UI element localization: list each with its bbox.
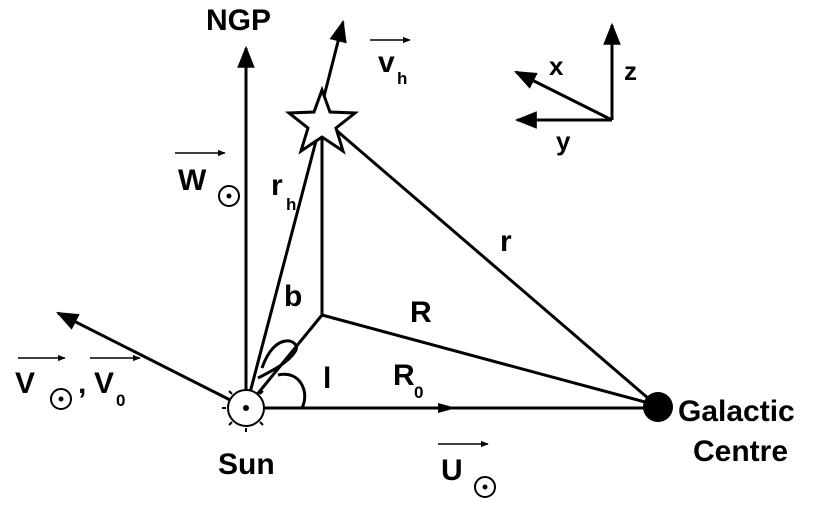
r-h-subscript: h [286, 195, 296, 214]
galactic-centre-label-line2: Centre [693, 435, 788, 468]
v-comma-label: , [78, 367, 86, 400]
sun-label: Sun [218, 448, 275, 481]
star-icon [284, 85, 360, 155]
l-angle-arc [277, 372, 307, 409]
galactic-centre-label-line1: Galactic [678, 395, 795, 428]
galactic-centre-dot [643, 392, 673, 422]
w-sun-label: W [178, 164, 207, 197]
R-line [321, 313, 657, 407]
v0-label: V [94, 367, 114, 400]
R-label: R [410, 296, 432, 329]
r-h-line [244, 117, 324, 409]
r-line [321, 116, 657, 407]
l-angle-label: l [323, 362, 331, 395]
axis-y-label: y [556, 126, 571, 156]
R0-label: R [393, 359, 415, 392]
v-sun-label: V [15, 367, 35, 400]
ngp-label: NGP [206, 4, 271, 37]
axis-x-label: x [549, 51, 564, 81]
R0-subscript: 0 [414, 383, 423, 402]
v-sun-odot-icon [50, 388, 72, 410]
b-angle-arc [257, 339, 298, 380]
r-label: r [500, 225, 512, 258]
b-angle-label: b [284, 280, 302, 313]
axis-z-label: z [624, 56, 637, 86]
r-h-label: r [271, 169, 283, 202]
V-sun-arrow [56, 311, 247, 410]
v0-subscript: 0 [116, 391, 125, 410]
sun-icon [222, 384, 270, 432]
v-h-label: v [378, 46, 395, 79]
v-h-subscript: h [397, 69, 407, 88]
u-sun-label: U [441, 454, 463, 487]
U-arrowhead [438, 403, 456, 413]
axis-x-arrow [514, 70, 613, 122]
w-sun-odot-icon [218, 185, 240, 207]
u-sun-odot-icon [474, 476, 496, 498]
